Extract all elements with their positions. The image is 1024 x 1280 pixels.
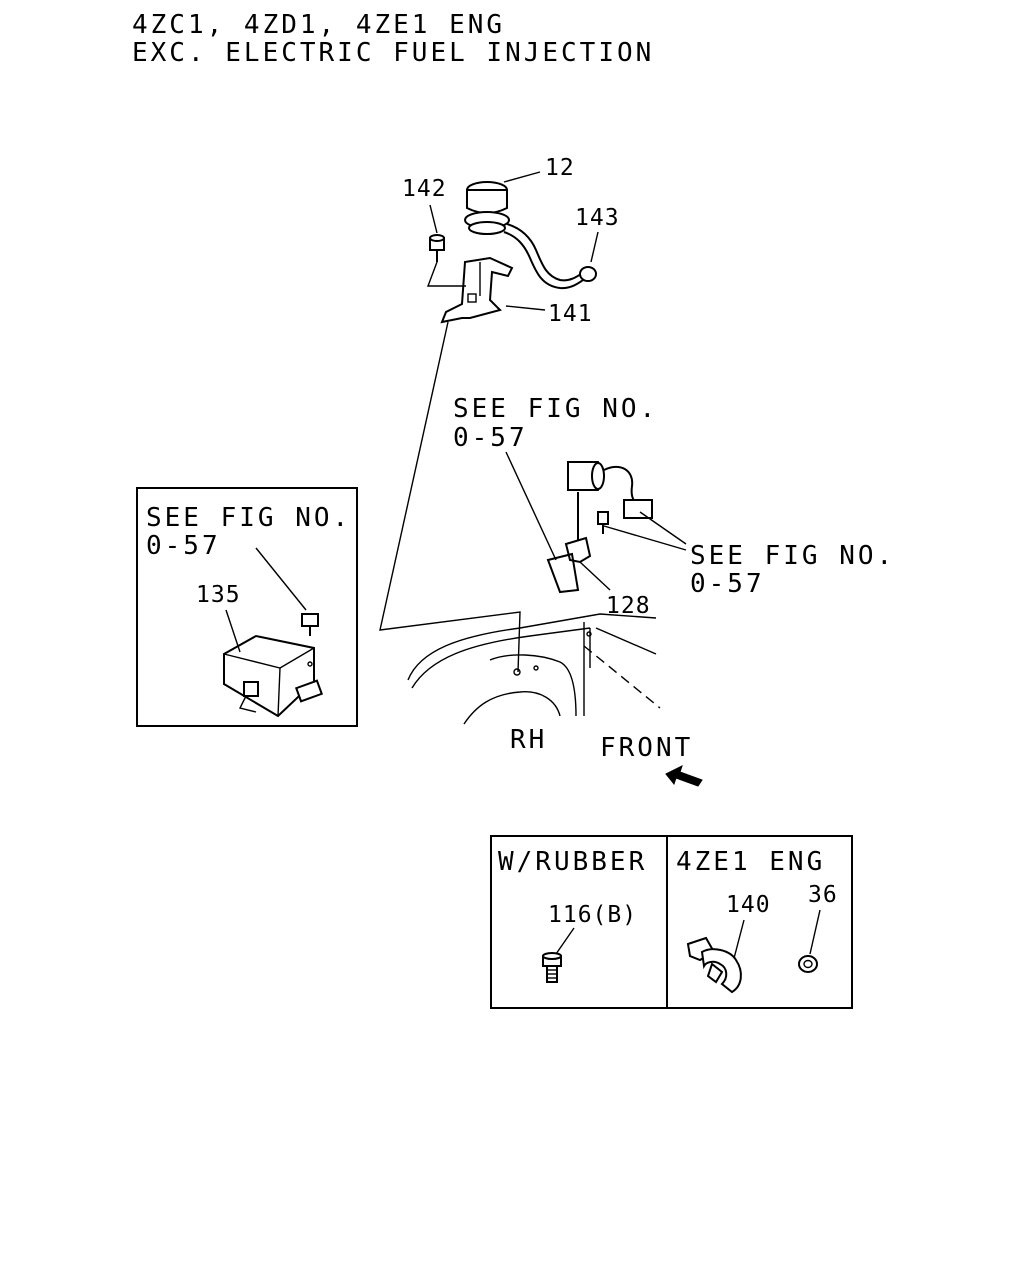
- callout-141[interactable]: 141: [548, 301, 593, 327]
- leader-135: [225, 609, 241, 653]
- ref-right-line2[interactable]: 0-57: [690, 569, 765, 599]
- callout-116b[interactable]: 116(B): [548, 902, 637, 928]
- leader-ref-box: [255, 547, 307, 611]
- part-135-control-unit-drawing: [223, 613, 324, 718]
- part-141-bracket-drawing: [440, 256, 514, 324]
- variant-table: [490, 835, 853, 1009]
- leader-ref-right-b: [603, 525, 687, 551]
- callout-135[interactable]: 135: [196, 582, 241, 608]
- ref-box-line1[interactable]: SEE FIG NO.: [146, 503, 351, 533]
- callout-140[interactable]: 140: [726, 892, 771, 918]
- leader-141: [505, 305, 546, 311]
- part-142-bolt-drawing: [429, 234, 445, 262]
- front-arrow-icon: [665, 765, 703, 787]
- inset-box-135: [136, 487, 358, 727]
- leader-128: [579, 561, 611, 591]
- front-label: FRONT: [600, 733, 693, 763]
- side-label-rh: RH: [510, 725, 547, 755]
- callout-143[interactable]: 143: [575, 205, 620, 231]
- ref-box-line2[interactable]: 0-57: [146, 531, 221, 561]
- mount-line-lower: [379, 321, 521, 673]
- leader-ref-right-a: [639, 511, 687, 545]
- header-line-1: 4ZC1, 4ZD1, 4ZE1 ENG: [132, 10, 505, 40]
- part-12-cap-drawing: [464, 181, 510, 235]
- mount-line-upper: [426, 261, 466, 287]
- part-128-clip-drawing: [546, 492, 592, 594]
- leader-143: [590, 231, 599, 263]
- leader-116b: [555, 927, 575, 955]
- leader-142: [429, 204, 438, 234]
- callout-12[interactable]: 12: [545, 155, 575, 181]
- vehicle-body-outline: [407, 613, 661, 725]
- relay-connector-drawing: [567, 461, 653, 534]
- callout-142[interactable]: 142: [402, 176, 447, 202]
- part-36-nut-drawing: [798, 955, 818, 973]
- ref-right-line1[interactable]: SEE FIG NO.: [690, 541, 895, 571]
- header-line-2: EXC. ELECTRIC FUEL INJECTION: [132, 38, 654, 68]
- ref-top-line2[interactable]: 0-57: [453, 423, 528, 453]
- table-header-rubber: W/RUBBER: [498, 847, 647, 877]
- leader-12: [503, 171, 541, 183]
- part-116b-bolt-drawing: [542, 952, 562, 983]
- part-140-clamp-drawing: [686, 936, 742, 994]
- leader-36: [809, 909, 821, 955]
- ref-top-line1[interactable]: SEE FIG NO.: [453, 394, 658, 424]
- table-header-4ze1: 4ZE1 ENG: [676, 847, 825, 877]
- leader-ref-top: [505, 451, 557, 561]
- part-143-hose-drawing: [503, 223, 597, 290]
- callout-36[interactable]: 36: [808, 882, 838, 908]
